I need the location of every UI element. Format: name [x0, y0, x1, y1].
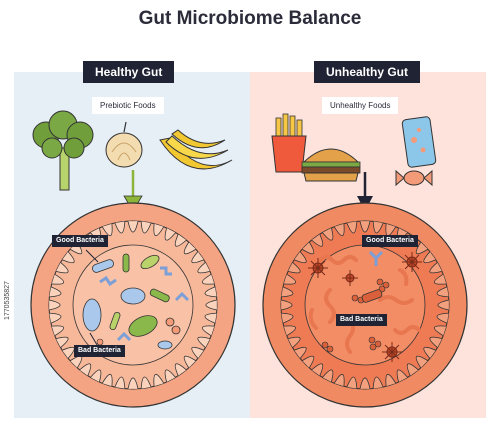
villus [49, 286, 62, 298]
villus [287, 262, 301, 274]
villus [183, 241, 197, 255]
villus [55, 336, 69, 348]
villus [437, 299, 449, 311]
villus [205, 299, 217, 311]
villus [429, 336, 443, 348]
villus [174, 234, 187, 247]
villus [311, 363, 324, 376]
side-credit-id: 1770535827 [4, 281, 11, 320]
villus [51, 325, 65, 337]
banana-icon [159, 129, 233, 170]
villus [183, 355, 197, 369]
villus [283, 273, 297, 285]
villus [281, 299, 293, 311]
villus [55, 262, 69, 274]
healthy-gut-header: Healthy Gut [83, 61, 175, 83]
villus [333, 223, 345, 237]
villus [294, 251, 307, 264]
villus [396, 369, 408, 383]
healthy-good-bacteria-label: Good Bacteria [52, 235, 108, 247]
villus [311, 234, 324, 247]
villus [101, 373, 113, 387]
villus [346, 376, 358, 389]
villus [204, 286, 217, 298]
soda-can-icon [401, 116, 437, 168]
villus [372, 376, 384, 389]
unhealthy-gut-cross-section [262, 202, 468, 408]
unhealthy-good-bacteria-label: Good Bacteria [362, 235, 418, 247]
villus [204, 312, 217, 324]
villus [436, 312, 449, 324]
villus [301, 241, 315, 255]
villus [423, 251, 436, 264]
villus [197, 262, 211, 274]
villus [49, 299, 61, 311]
villus [415, 241, 429, 255]
broccoli-icon [32, 110, 94, 191]
villus [191, 251, 204, 264]
villus [333, 373, 345, 387]
healthy-gut-cross-section [30, 202, 236, 408]
villus [294, 346, 307, 359]
onion-icon [105, 121, 143, 168]
villus [114, 221, 126, 234]
villus [322, 227, 334, 241]
villus [436, 286, 449, 298]
villus [433, 325, 447, 337]
villus [201, 273, 215, 285]
villus [127, 221, 139, 233]
villus [153, 223, 165, 237]
villus [201, 325, 215, 337]
villus [283, 325, 297, 337]
healthy-bad-bacteria-label: Bad Bacteria [74, 345, 125, 357]
villus [322, 369, 334, 383]
villus [174, 363, 187, 376]
villus [140, 376, 152, 389]
villus [164, 227, 176, 241]
villus [114, 376, 126, 389]
villus [301, 355, 315, 369]
villus [49, 312, 62, 324]
villus [415, 355, 429, 369]
villus [191, 346, 204, 359]
burger-icon [301, 148, 361, 182]
villus [164, 369, 176, 383]
villus [423, 346, 436, 359]
villus [359, 221, 371, 233]
unhealthy-foods-label: Unhealthy Foods [322, 97, 399, 114]
villus [281, 312, 294, 324]
candy-icon [395, 169, 433, 187]
villus [287, 336, 301, 348]
villus [385, 373, 397, 387]
villus [429, 262, 443, 274]
villus [127, 377, 139, 389]
fries-icon [271, 113, 307, 173]
unhealthy-bad-bacteria-label: Bad Bacteria [336, 314, 387, 326]
villus [51, 273, 65, 285]
villus [346, 221, 358, 234]
unhealthy-gut-header: Unhealthy Gut [314, 61, 421, 83]
villus [372, 221, 384, 234]
page-title: Gut Microbiome Balance [138, 8, 362, 29]
villus [359, 377, 371, 389]
villus [140, 221, 152, 234]
villus [153, 373, 165, 387]
prebiotic-foods-label: Prebiotic Foods [92, 97, 164, 114]
villus [79, 363, 92, 376]
villus [197, 336, 211, 348]
villus [101, 223, 113, 237]
villus [90, 369, 102, 383]
villus [406, 363, 419, 376]
villus [62, 251, 75, 264]
villus [433, 273, 447, 285]
villus [281, 286, 294, 298]
